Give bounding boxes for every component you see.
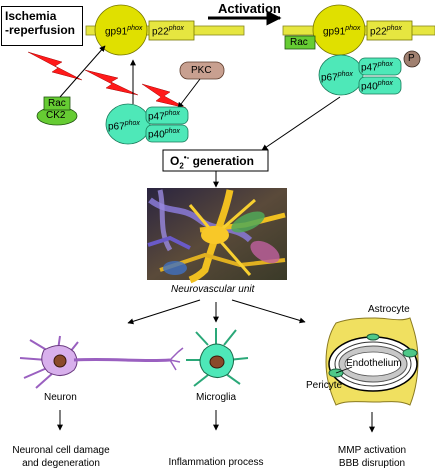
gp91-left: [94, 4, 148, 56]
nvu-caption: Neurovascular unit: [171, 284, 255, 295]
p40-left-label: p40phox: [148, 128, 180, 141]
gp91-right-label: gp91phox: [323, 25, 361, 38]
microglia-label: Microglia: [196, 392, 237, 403]
p22-left-label: p22phox: [152, 25, 184, 38]
p40-left: [145, 124, 189, 143]
endothelium-label: Endothelium: [346, 358, 402, 369]
p67-right-label: p67phox: [321, 71, 353, 84]
outcome-neuron: Neuronal cell damage and degeneration: [12, 445, 110, 469]
neuron-label: Neuron: [44, 392, 77, 403]
pkc-shape: [179, 61, 225, 80]
rac-left: [43, 96, 71, 111]
rac-right: [284, 35, 316, 50]
p40-right-label: p40phox: [361, 80, 393, 93]
pericyte-label: Pericyte: [306, 380, 343, 391]
p22-right-label: p22phox: [370, 25, 402, 38]
astrocyte-label: Astrocyte: [368, 304, 410, 315]
p40-right: [358, 76, 402, 95]
activation-label: Activation: [218, 1, 281, 16]
microglia-illustration: [186, 328, 249, 387]
p47-left-label: p47phox: [148, 110, 180, 123]
phosphate-p: [403, 50, 421, 68]
p47-right: [358, 57, 402, 76]
bbb-illustration: [325, 317, 419, 406]
neuron-illustration: [19, 335, 184, 389]
rac-left-label: Rac: [48, 98, 66, 109]
neurovascular-unit-image: [147, 188, 287, 284]
ischemia-reperfusion-box: Ischemia -reperfusion: [1, 6, 83, 46]
pkc-label: PKC: [191, 65, 212, 76]
phosphate-label: P: [408, 53, 415, 64]
o2-generation-label: O2•- generation: [170, 153, 254, 171]
outcome-microglia: Inflammation process: [168, 457, 264, 468]
rac-right-label: Rac: [290, 37, 308, 48]
outcome-bbb: MMP activation BBB disruption: [337, 445, 407, 469]
p22-right: [366, 20, 413, 41]
p67-left-label: p67phox: [108, 120, 140, 133]
p47-left: [145, 106, 189, 125]
gp91-left-label: gp91phox: [105, 25, 143, 38]
ck2-label: CK2: [46, 110, 66, 121]
p47-right-label: p47phox: [361, 61, 393, 74]
p22-left: [148, 20, 195, 41]
